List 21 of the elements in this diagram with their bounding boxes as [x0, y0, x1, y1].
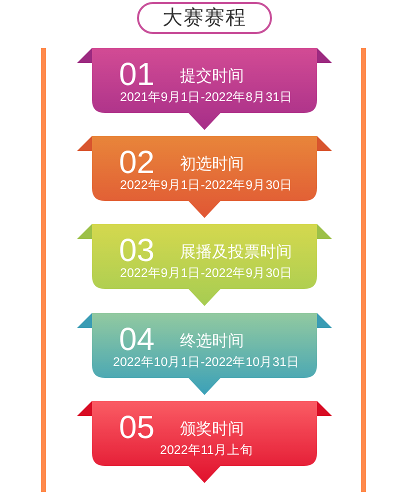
- stage-banner: [77, 401, 332, 483]
- stage-title: 展播及投票时间: [180, 244, 292, 262]
- stage-number: 04: [119, 323, 155, 355]
- date-range: 2022年9月1日-2022年9月30日: [120, 178, 293, 192]
- date-range: 2021年9月1日-2022年8月31日: [120, 90, 293, 104]
- date-range: 2022年9月1日-2022年9月30日: [120, 266, 293, 280]
- stage-number: 05: [119, 411, 155, 443]
- stage-number: 01: [119, 58, 155, 90]
- date-range: 2022年10月1日-2022年10月31日: [113, 355, 300, 369]
- stage-title: 初选时间: [180, 156, 244, 174]
- stage-title: 提交时间: [180, 68, 244, 86]
- date-range: 2022年11月上旬: [160, 443, 253, 457]
- stage-banner: [77, 136, 332, 218]
- section-title: 大赛赛程: [137, 2, 272, 34]
- stage-title: 颁奖时间: [180, 421, 244, 439]
- stage-number: 02: [119, 146, 155, 178]
- stage-banner: [77, 313, 332, 395]
- stage-number: 03: [119, 234, 155, 266]
- stage-title: 终选时间: [180, 333, 244, 351]
- stage-banner: [77, 48, 332, 130]
- stage-banner: [77, 224, 332, 306]
